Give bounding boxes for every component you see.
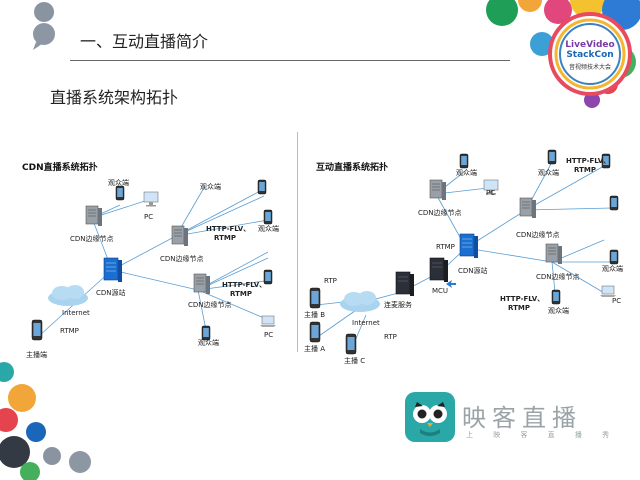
owl-logo-icon — [405, 392, 455, 442]
left-source-label: CDN源站 — [96, 289, 126, 297]
left-edge-node-3-icon — [193, 273, 211, 295]
right-source-server-icon — [459, 233, 479, 259]
right-protocol-2: HTTP-FLV、 — [500, 295, 545, 303]
left-viewer-phone-2-icon — [257, 179, 267, 195]
arrow-icon — [446, 280, 456, 288]
left-pc-label-1: PC — [144, 213, 154, 221]
right-protocol-1: HTTP-FLV、 — [566, 157, 611, 165]
right-mcu-label: MCU — [432, 287, 449, 295]
left-protocol-1b: RTMP — [214, 234, 236, 242]
right-viewer-phone-2-icon — [547, 149, 557, 165]
decor-top-left — [33, 2, 55, 50]
right-edge-node-2-icon — [519, 197, 537, 219]
conference-line2: StackCon — [566, 50, 614, 60]
left-protocol-1: HTTP-FLV、 — [206, 225, 251, 233]
conference-tagline: 音视频技术大会 — [568, 64, 611, 71]
decor-top-right — [486, 0, 640, 108]
right-edge-node-3-icon — [545, 243, 563, 265]
right-rtp-label-1: RTP — [324, 277, 337, 285]
title-rule — [70, 60, 510, 61]
right-source-label: CDN源站 — [458, 267, 488, 275]
left-rtmp-label: RTMP — [60, 327, 79, 335]
left-viewer-phone-1-icon — [115, 185, 125, 201]
diagram-divider — [297, 132, 298, 352]
right-host-c-label: 主播 C — [344, 357, 366, 365]
right-viewer-phone-5-icon — [609, 249, 619, 265]
left-internet-label: Internet — [62, 309, 90, 317]
right-host-b-label: 主播 B — [304, 311, 326, 319]
right-pc-label-1: PC — [486, 189, 496, 197]
left-protocol-2b: RTMP — [230, 290, 252, 298]
left-edge-node-1-icon — [85, 205, 103, 227]
right-viewer-phone-6-icon — [551, 289, 561, 305]
left-viewer-phone-3-icon — [263, 209, 273, 225]
bubble-icon — [33, 23, 55, 45]
left-viewer-phone-5-icon — [201, 325, 211, 341]
left-edge-node-1-label: CDN边缘节点 — [70, 235, 114, 243]
left-pc-1-icon — [143, 191, 159, 207]
right-pc-label-2: PC — [612, 297, 622, 305]
right-edge-node-1-icon — [429, 179, 447, 201]
decor-bottom-left — [0, 362, 91, 480]
left-diagram-title: CDN直播系统拓扑 — [22, 163, 98, 173]
left-host-phone-icon — [31, 319, 43, 341]
right-protocol-1b: RTMP — [574, 166, 596, 174]
right-rtmp-top-label: RTMP — [436, 243, 455, 251]
right-mcu-server-icon — [429, 257, 449, 283]
brand-tagline: 上 映 客 直 播 秀 — [466, 431, 619, 439]
left-edge-node-3-label: CDN边缘节点 — [188, 301, 232, 309]
left-protocol-2: HTTP-FLV、 — [222, 281, 267, 289]
right-protocol-2b: RTMP — [508, 304, 530, 312]
left-viewer-label-3: 观众端 — [258, 225, 279, 233]
right-rtp-label-2: RTP — [384, 333, 397, 341]
brand-name: 映客直播 — [462, 404, 582, 432]
right-viewer-label-2: 观众端 — [538, 169, 559, 177]
section-title: 一、互动直播简介 — [80, 32, 209, 51]
right-host-a-label: 主播 A — [304, 345, 326, 353]
right-internet-cloud-icon — [340, 291, 380, 312]
left-internet-cloud-icon — [48, 285, 88, 306]
right-viewer-label-4: 观众端 — [548, 307, 569, 315]
right-viewer-phone-1-icon — [459, 153, 469, 169]
right-host-b-phone-icon — [309, 287, 321, 309]
left-viewer-label-2: 观众端 — [200, 183, 221, 191]
right-mix-service-label: 连麦服务 — [384, 301, 412, 309]
right-host-a-phone-icon — [309, 321, 321, 343]
right-host-c-phone-icon — [345, 333, 357, 355]
left-host-label: 主播端 — [26, 351, 47, 359]
left-edge-node-2-icon — [171, 225, 189, 247]
right-viewer-label-1: 观众端 — [456, 169, 477, 177]
left-pc-label-2: PC — [264, 331, 274, 339]
page-subtitle: 直播系统架构拓扑 — [50, 88, 179, 107]
left-viewer-label-1: 观众端 — [108, 179, 129, 187]
right-pc-2-icon — [599, 285, 617, 298]
right-viewer-label-3: 观众端 — [602, 265, 623, 273]
right-edge-node-3-label: CDN边缘节点 — [536, 273, 580, 281]
left-pc-2-icon — [259, 315, 277, 328]
left-edge-node-2-label: CDN边缘节点 — [160, 255, 204, 263]
right-edge-node-2-label: CDN边缘节点 — [516, 231, 560, 239]
conference-logo: LiveVideo StackCon — [557, 40, 623, 60]
right-viewer-phone-4-icon — [609, 195, 619, 211]
right-mix-server-icon — [395, 271, 415, 297]
right-diagram-title: 互动直播系统拓扑 — [316, 163, 389, 173]
conference-line1: LiveVideo — [565, 40, 615, 50]
left-viewer-label-4: 观众端 — [198, 339, 219, 347]
left-source-server-icon — [103, 257, 123, 283]
right-edge-node-1-label: CDN边缘节点 — [418, 209, 462, 217]
right-internet-label: Internet — [352, 319, 380, 327]
